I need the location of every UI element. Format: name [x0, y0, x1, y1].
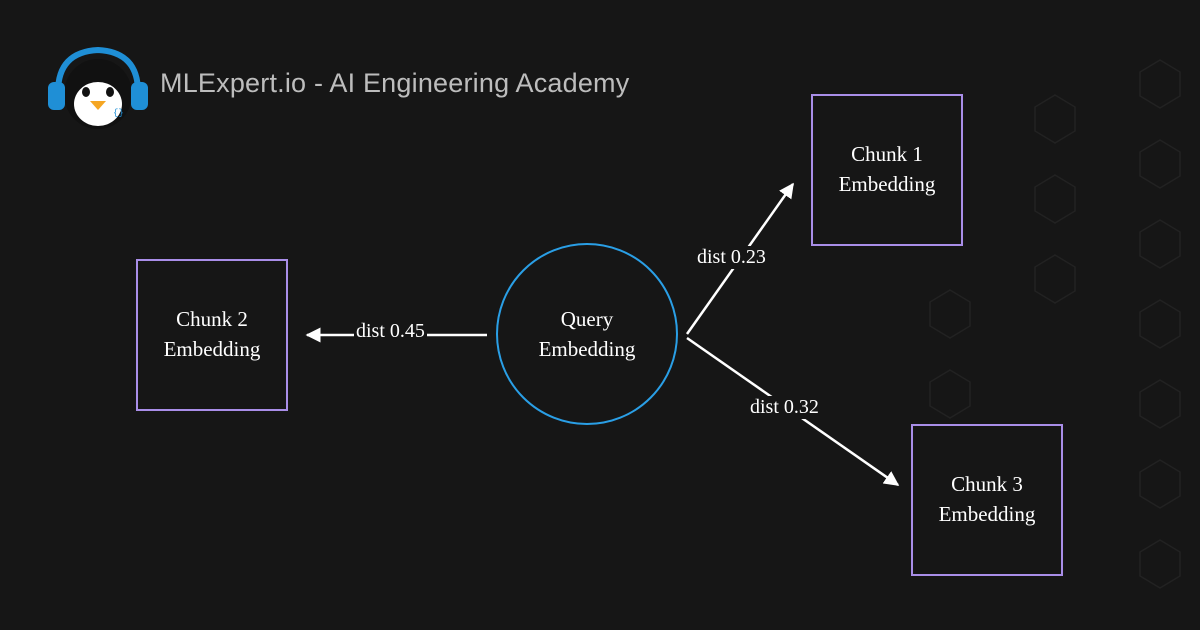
chunk3-label-line1: Chunk 3 [951, 472, 1023, 496]
query-label: Query Embedding [497, 304, 677, 364]
chunk2-box [136, 259, 288, 411]
query-circle [496, 243, 678, 425]
chunk1-box [811, 94, 963, 246]
chunk3-label-line2: Embedding [938, 502, 1036, 526]
chunk1-label: Chunk 1 Embedding [812, 139, 962, 199]
query-label-line1: Query [560, 307, 614, 331]
edge-label-chunk2: dist 0.45 [354, 320, 427, 343]
brand-title: MLExpert.io - AI Engineering Academy [160, 68, 630, 98]
edge-label-chunk1: dist 0.23 [695, 246, 768, 269]
chunk1-label-line2: Embedding [838, 172, 936, 196]
query-label-line2: Embedding [538, 337, 636, 361]
svg-text:{}: {} [113, 108, 124, 118]
chunk1-label-line1: Chunk 1 [851, 142, 923, 166]
chunk3-box [911, 424, 1063, 576]
penguin-headphones-icon: {} [48, 46, 148, 129]
chunk2-label: Chunk 2 Embedding [137, 304, 287, 364]
edge-label-chunk3: dist 0.32 [748, 396, 821, 419]
hexagon-background-pattern [929, 59, 1181, 589]
chunk2-label-line1: Chunk 2 [176, 307, 248, 331]
chunk2-label-line2: Embedding [163, 337, 261, 361]
chunk3-label: Chunk 3 Embedding [912, 469, 1062, 529]
